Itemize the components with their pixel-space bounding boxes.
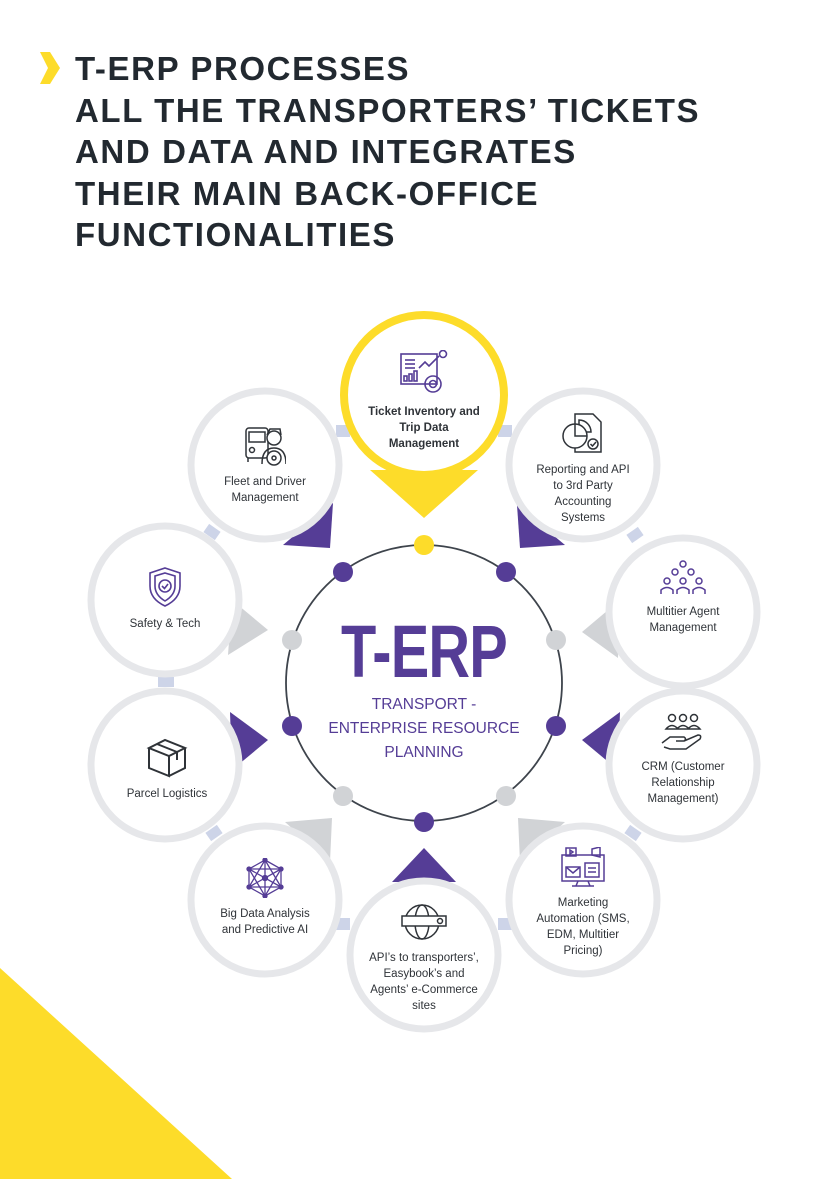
node-circle — [346, 877, 502, 1033]
network-icon — [246, 858, 284, 898]
title-line: AND DATA AND INTEGRATES — [75, 133, 577, 170]
node-circle — [187, 822, 343, 978]
ring-dot — [333, 786, 353, 806]
bus-driver-icon — [245, 427, 286, 466]
connector — [205, 824, 223, 842]
node-api-ecommerce: API’s to transporters’, Easybook’s and A… — [365, 902, 483, 1014]
hand-people-icon — [661, 713, 702, 750]
node-label: Ticket Inventory and Trip Data Managemen… — [368, 406, 480, 450]
globe-web-icon — [401, 904, 447, 940]
ring-dot — [282, 630, 302, 650]
ring-dot — [282, 716, 302, 736]
node-marketing: Marketing Automation (SMS, EDM, Multitie… — [528, 847, 638, 959]
ring-dot — [414, 535, 434, 555]
ring-dot — [546, 716, 566, 736]
subtitle-line: TRANSPORT - — [371, 696, 477, 713]
pointer — [370, 470, 478, 518]
center-hub: T-ERP TRANSPORT - ENTERPRISE RESOURCE PL… — [294, 615, 554, 765]
node-circle — [87, 687, 243, 843]
subtitle-line: PLANNING — [384, 744, 464, 761]
node-label: Safety & Tech — [129, 618, 201, 630]
node-safety-tech: Safety & Tech — [110, 566, 220, 632]
connector — [626, 526, 644, 544]
node-circle — [505, 387, 661, 543]
connector — [158, 677, 174, 687]
title-line: FUNCTIONALITIES — [75, 216, 396, 253]
node-circle — [605, 687, 761, 843]
node-ticket-inventory: Ticket Inventory and Trip Data Managemen… — [364, 350, 484, 452]
t-erp-logo: T-ERP — [340, 610, 508, 693]
ring-dots — [282, 535, 566, 832]
node-label: CRM (Customer Relationship Management) — [641, 761, 725, 805]
node-circle — [605, 534, 761, 690]
connectors — [158, 425, 691, 930]
title-line: THEIR MAIN BACK-OFFICE — [75, 174, 540, 212]
node-parcel-logistics: Parcel Logistics — [112, 736, 222, 802]
node-circle — [505, 822, 661, 978]
node-label: Reporting and API to 3rd Party Accountin… — [536, 464, 630, 524]
node-label: Parcel Logistics — [126, 788, 208, 800]
node-label: Multitier Agent Management — [646, 606, 720, 634]
shield-check-icon — [149, 567, 181, 607]
report-pie-chart-icon — [562, 413, 602, 453]
ring-dot — [546, 630, 566, 650]
node-label: Big Data Analysis and Predictive AI — [220, 908, 310, 936]
yellow-corner-decoration — [0, 968, 232, 1179]
node-circle — [187, 387, 343, 543]
parcel-box-icon — [146, 738, 188, 778]
ring-dot — [496, 562, 516, 582]
node-big-data: Big Data Analysis and Predictive AI — [210, 858, 320, 938]
node-label: Marketing Automation (SMS, EDM, Multitie… — [536, 897, 630, 957]
node-label: Fleet and Driver Management — [224, 476, 306, 504]
marketing-monitor-icon — [561, 847, 605, 887]
node-circle-highlighted — [340, 311, 508, 479]
title-line: ALL THE TRANSPORTERS’ TICKETS — [75, 91, 701, 129]
connector — [203, 523, 221, 541]
title-line: T-ERP PROCESSES — [75, 50, 411, 87]
agent-group-icon — [660, 560, 706, 594]
node-reporting: Reporting and API to 3rd Party Accountin… — [533, 412, 633, 526]
dashboard-chart-icon — [400, 350, 448, 393]
connector — [498, 425, 512, 437]
ring-dot — [496, 786, 516, 806]
pointer — [392, 848, 456, 882]
page-title: T-ERP PROCESSES ALL THE TRANSPORTERS’ TI… — [75, 48, 700, 256]
node-circle — [87, 522, 243, 678]
center-subtitle: TRANSPORT - ENTERPRISE RESOURCE PLANNING — [294, 693, 554, 765]
subtitle-line: ENTERPRISE RESOURCE — [328, 720, 520, 737]
node-fleet-driver: Fleet and Driver Management — [210, 424, 320, 506]
node-multitier-agent: Multitier Agent Management — [628, 560, 738, 636]
connector — [624, 824, 642, 842]
node-label: API’s to transporters’, Easybook’s and A… — [369, 952, 479, 1012]
ring-dot — [414, 812, 434, 832]
ring-dot — [333, 562, 353, 582]
node-crm: CRM (Customer Relationship Management) — [628, 713, 738, 807]
connector — [336, 425, 350, 437]
chevron-right-icon — [40, 52, 60, 84]
